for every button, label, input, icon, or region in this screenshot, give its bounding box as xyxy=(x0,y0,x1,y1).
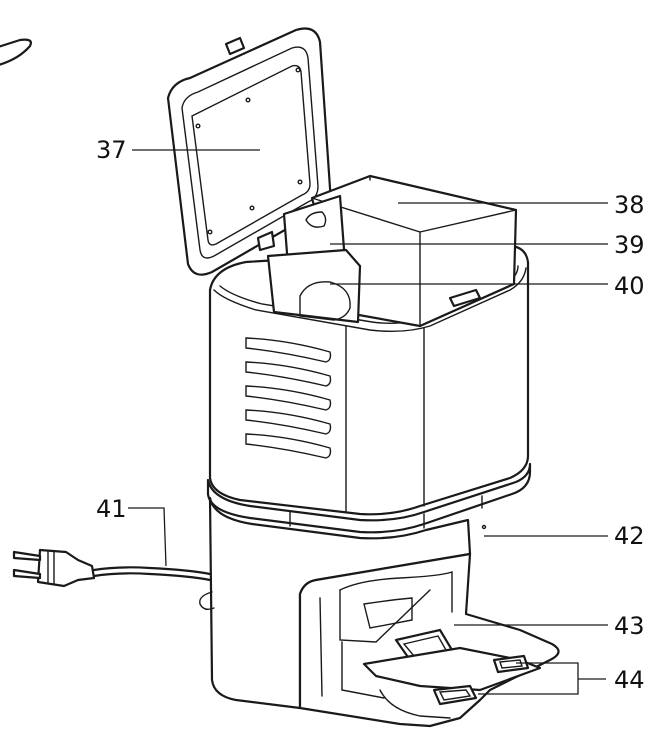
callout-42: 42 xyxy=(614,522,645,550)
callout-43: 43 xyxy=(614,612,645,640)
leader-41 xyxy=(128,507,167,567)
callout-44: 44 xyxy=(614,666,645,694)
callout-41: 41 xyxy=(96,495,127,523)
callout-38: 38 xyxy=(614,191,645,219)
dust-bag-assembly xyxy=(256,194,362,324)
partial-accessory xyxy=(0,38,32,66)
lower-base xyxy=(208,496,560,728)
power-cord xyxy=(12,548,215,611)
callout-40: 40 xyxy=(614,272,645,300)
trim-band xyxy=(206,462,532,534)
callout-39: 39 xyxy=(614,231,645,259)
callout-37: 37 xyxy=(96,136,127,164)
